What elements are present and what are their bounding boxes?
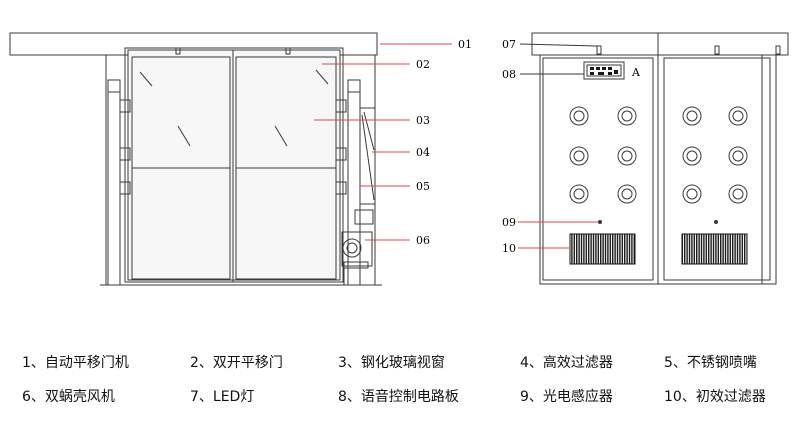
callout-03: 03 bbox=[416, 114, 430, 127]
air-shower-diagram: 01 02 03 04 05 06 07 08 09 10 A bbox=[9, 32, 789, 286]
callout-01: 01 bbox=[458, 38, 472, 51]
nozzles-left bbox=[569, 106, 637, 204]
legend-item-3: 3、钢化玻璃视窗 bbox=[338, 355, 445, 371]
legend-item-2: 2、双开平移门 bbox=[190, 355, 283, 371]
front-view bbox=[9, 32, 382, 286]
callout-08: 08 bbox=[502, 68, 516, 81]
legend-item-7: 7、LED灯 bbox=[190, 389, 255, 405]
legend: 1、自动平移门机 2、双开平移门 3、钢化玻璃视窗 4、高效过滤器 5、不锈钢喷… bbox=[0, 352, 794, 432]
callout-05: 05 bbox=[416, 180, 430, 193]
legend-item-8: 8、语音控制电路板 bbox=[338, 389, 459, 405]
legend-item-9: 9、光电感应器 bbox=[520, 389, 613, 405]
callout-09: 09 bbox=[502, 216, 516, 229]
legend-item-6: 6、双蜗壳风机 bbox=[22, 389, 115, 405]
legend-item-5: 5、不锈钢喷嘴 bbox=[664, 355, 757, 371]
inside-view bbox=[531, 32, 789, 285]
callout-04: 04 bbox=[416, 146, 430, 159]
pre-filter-left bbox=[569, 233, 636, 265]
panel-letter-a: A bbox=[631, 66, 641, 79]
nozzles-right bbox=[682, 106, 748, 204]
callout-06: 06 bbox=[416, 234, 430, 247]
callout-07: 07 bbox=[502, 38, 516, 51]
legend-item-4: 4、高效过滤器 bbox=[520, 355, 613, 371]
legend-item-10: 10、初效过滤器 bbox=[664, 389, 766, 405]
callout-10: 10 bbox=[502, 242, 516, 255]
legend-item-1: 1、自动平移门机 bbox=[22, 355, 129, 371]
pre-filter-right bbox=[681, 233, 748, 265]
callout-02: 02 bbox=[416, 58, 430, 71]
